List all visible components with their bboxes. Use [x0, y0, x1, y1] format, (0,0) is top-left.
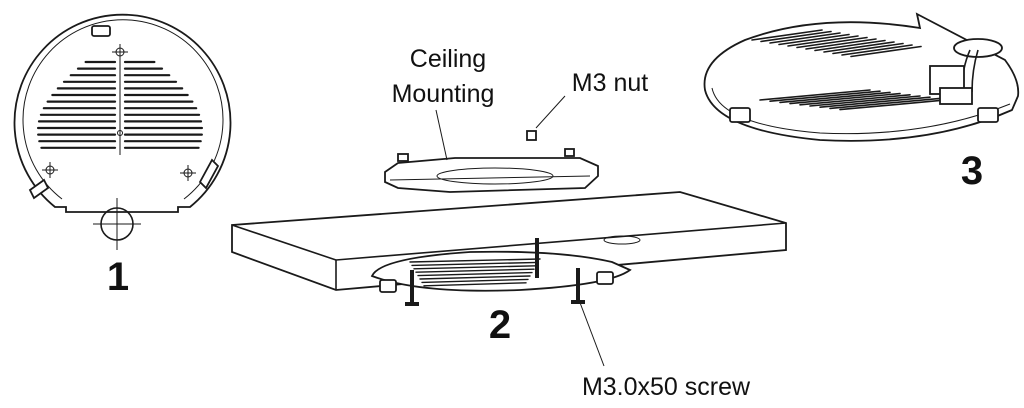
m3-screws — [405, 238, 585, 306]
screw-hole-right — [180, 165, 196, 181]
ceiling-board — [231, 191, 787, 291]
step-number-3: 3 — [961, 149, 983, 193]
m3-nut-label: M3 nut — [572, 69, 648, 97]
ceiling-mounting-label-line1: Ceiling — [410, 45, 486, 73]
step-number-2: 2 — [489, 303, 511, 347]
vent-slots — [409, 258, 541, 287]
m3-nuts — [397, 130, 575, 162]
mounted-ap-view — [703, 12, 1020, 142]
screw-hole-top — [112, 44, 128, 60]
ap-back-view — [13, 13, 232, 250]
m3-nut-leader — [535, 95, 566, 129]
screw-hole-left — [42, 162, 58, 178]
cable-hole — [93, 198, 141, 250]
m3-screw-label: M3.0x50 screw — [582, 373, 751, 401]
ceiling-mounting-leader — [435, 109, 448, 161]
step-number-1: 1 — [107, 255, 129, 299]
vent-slots — [751, 29, 951, 111]
ceiling-mounting-label-line2: Mounting — [392, 80, 495, 108]
ap-under-ceiling — [370, 250, 632, 293]
cable-connector — [929, 38, 1003, 105]
ceiling-mounting-plate — [384, 157, 599, 193]
vent-slots — [36, 60, 204, 149]
m3-screw-leader — [578, 299, 605, 367]
